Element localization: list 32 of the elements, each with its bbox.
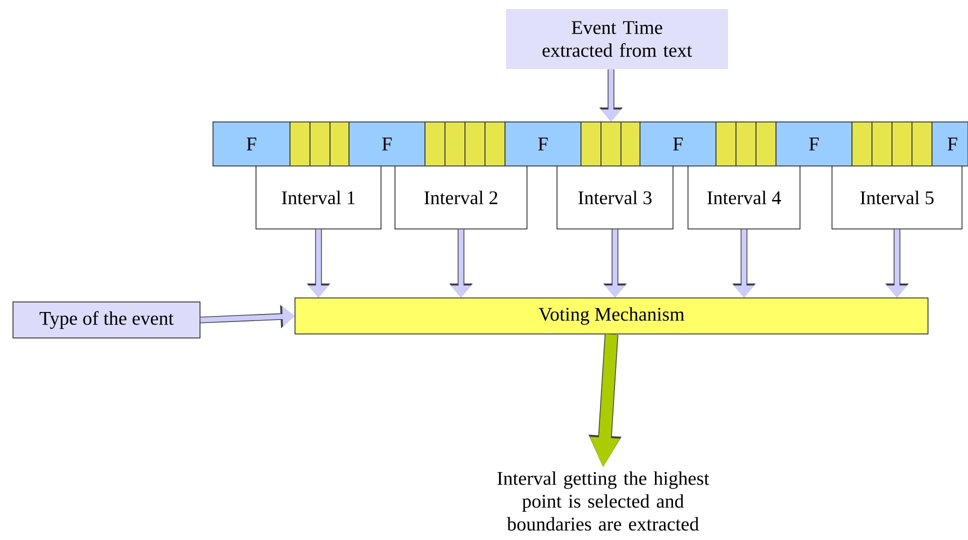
timeline-cell: F — [212, 122, 290, 166]
timeline-cell — [912, 122, 932, 166]
timeline-cell: F — [932, 122, 968, 166]
timeline-cell — [892, 122, 912, 166]
interval-box: Interval 1 — [256, 166, 382, 230]
timeline-cell — [852, 122, 872, 166]
timeline-cell — [330, 122, 350, 166]
text-box: Event Time extracted from text — [506, 9, 728, 69]
timeline-cell — [310, 122, 330, 166]
input-box: Type of the event — [12, 302, 200, 338]
interval-box: Interval 5 — [832, 166, 962, 230]
timeline-cell — [290, 122, 310, 166]
timeline-cell — [484, 122, 506, 166]
timeline-cell — [716, 122, 736, 166]
timeline-cell — [620, 122, 640, 166]
timeline-cell — [580, 122, 602, 166]
timeline-cell — [444, 122, 466, 166]
interval-box: Interval 4 — [688, 166, 800, 230]
timeline-cell — [600, 122, 622, 166]
timeline-cell: F — [504, 122, 582, 166]
timeline-cell — [464, 122, 486, 166]
interval-box: Interval 3 — [556, 166, 674, 230]
timeline-cell — [424, 122, 446, 166]
timeline-cell — [736, 122, 756, 166]
interval-box: Interval 2 — [394, 166, 528, 230]
timeline-cell: F — [348, 122, 426, 166]
timeline-cell: F — [776, 122, 852, 166]
result-text: Interval getting the highest point is selected and boundaries are extracted — [497, 471, 710, 531]
process-box: Voting Mechanism — [294, 298, 928, 334]
timeline-cell: F — [640, 122, 716, 166]
timeline-cell — [756, 122, 776, 166]
timeline-cell — [872, 122, 892, 166]
